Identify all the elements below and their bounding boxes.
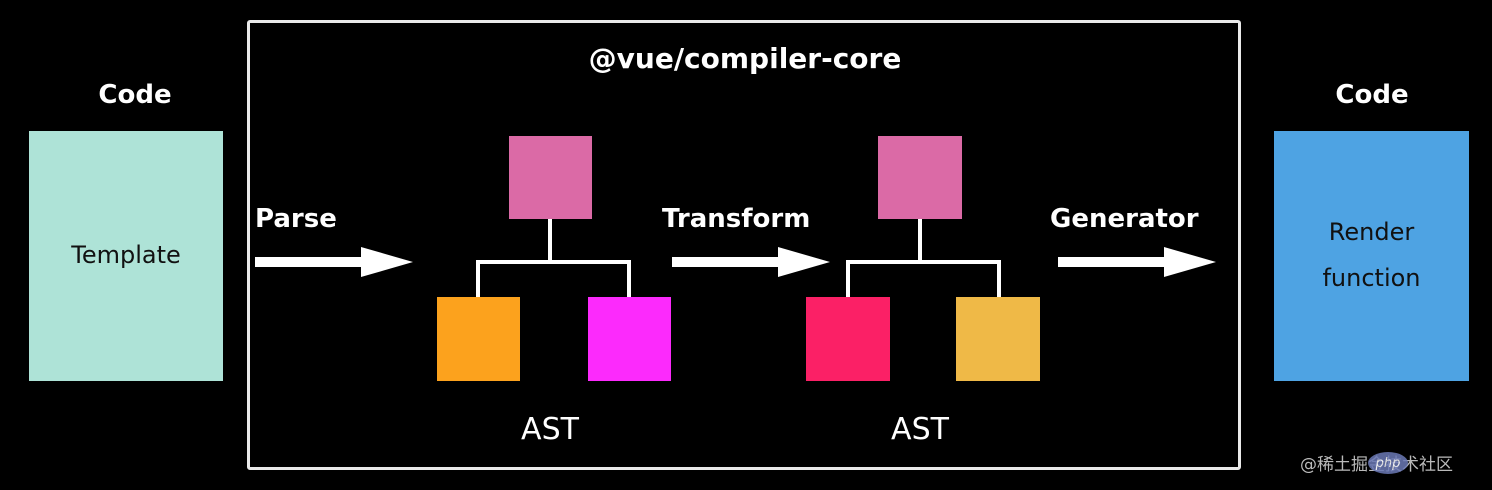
compiler-core-title: @vue/compiler-core xyxy=(588,42,902,75)
ast2-crossbar xyxy=(846,260,1001,264)
parse-label: Parse xyxy=(255,204,337,234)
ast1-stem xyxy=(548,219,552,262)
ast2-root-node xyxy=(878,136,962,219)
ast1-right-node xyxy=(588,297,671,381)
generator-arrow-icon xyxy=(1058,247,1216,277)
right-code-heading: Code xyxy=(1335,80,1409,110)
php-logo: php xyxy=(1368,452,1408,474)
ast2-right-node xyxy=(956,297,1040,381)
generator-label: Generator xyxy=(1050,204,1199,234)
ast2-stem xyxy=(918,219,922,262)
ast2-right-branch xyxy=(997,260,1001,298)
ast2-label: AST xyxy=(891,412,949,447)
php-logo-text: php xyxy=(1375,455,1401,471)
template-label: Template xyxy=(71,241,181,270)
ast1-right-branch xyxy=(627,260,631,298)
ast1-crossbar xyxy=(476,260,631,264)
ast1-left-branch xyxy=(476,260,480,298)
render-label: Render xyxy=(1328,218,1415,247)
render-function-box: Render function xyxy=(1274,131,1469,381)
transform-label: Transform xyxy=(662,204,811,234)
transform-arrow-icon xyxy=(672,247,830,277)
ast1-label: AST xyxy=(521,412,579,447)
ast1-left-node xyxy=(437,297,520,381)
left-code-heading: Code xyxy=(98,80,172,110)
parse-arrow-icon xyxy=(255,247,413,277)
template-box: Template xyxy=(29,131,223,381)
ast2-left-branch xyxy=(846,260,850,298)
ast2-left-node xyxy=(806,297,890,381)
compiler-core-frame xyxy=(247,20,1241,470)
function-label: function xyxy=(1322,264,1421,292)
ast1-root-node xyxy=(509,136,592,219)
